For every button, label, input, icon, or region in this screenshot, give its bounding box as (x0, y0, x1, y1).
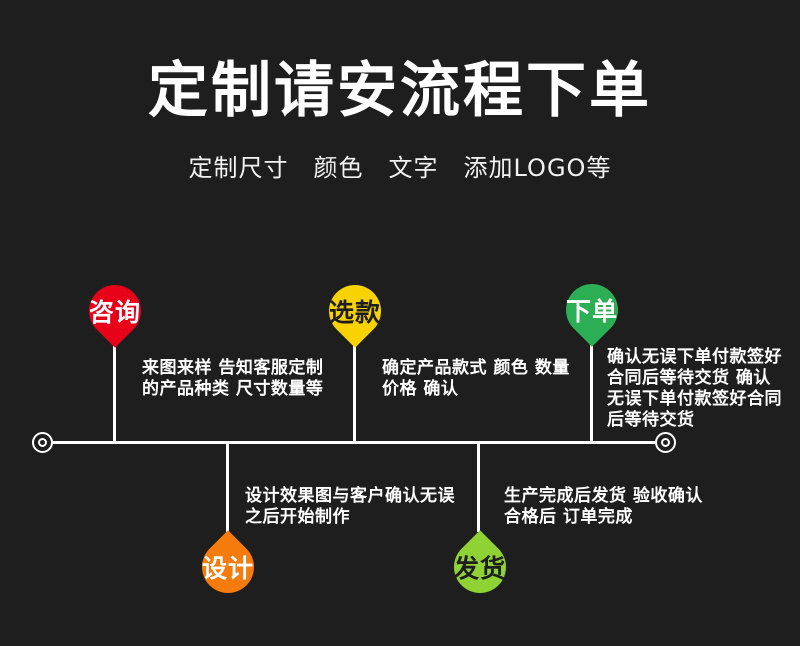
timeline-end-node-dot (661, 438, 670, 447)
timeline-start-node-dot (38, 438, 47, 447)
stem-ship (477, 443, 480, 532)
balloon-order-label: 下单 (565, 297, 619, 327)
desc-consult-line: 来图来样 告知客服定制 (142, 358, 324, 378)
desc-consult: 来图来样 告知客服定制 的产品种类 尺寸数量等 (142, 358, 323, 400)
page-title: 定制请安流程下单 (148, 56, 652, 126)
stem-design (226, 443, 229, 532)
desc-order-line: 后等待交货 (607, 410, 695, 430)
desc-ship-line: 合格后 订单完成 (504, 507, 633, 527)
desc-order-line: 合同后等待交货 确认 (607, 368, 771, 388)
balloon-design: 设计 (191, 530, 265, 604)
balloon-consult: 咨询 (78, 274, 152, 348)
timeline-end-node (655, 432, 676, 453)
desc-design-line: 之后开始制作 (245, 507, 350, 527)
balloon-select-label: 选款 (328, 298, 382, 328)
desc-order: 确认无误下单付款签好 合同后等待交货 确认 无误下单付款签好合同 后等待交货 (607, 347, 782, 431)
balloon-consult-label: 咨询 (88, 298, 142, 328)
desc-order-line: 确认无误下单付款签好 (607, 347, 782, 367)
balloon-ship: 发货 (443, 530, 517, 604)
desc-consult-line: 的产品种类 尺寸数量等 (142, 379, 324, 399)
balloon-select: 选款 (318, 274, 392, 348)
timeline-start-node (32, 432, 53, 453)
desc-order-line: 无误下单付款签好合同 (607, 389, 782, 409)
stem-select (353, 345, 356, 442)
stem-order (590, 344, 593, 442)
desc-select-line: 价格 确认 (382, 379, 459, 399)
desc-ship: 生产完成后发货 验收确认 合格后 订单完成 (504, 486, 703, 528)
balloon-order: 下单 (555, 273, 629, 347)
page-subtitle: 定制尺寸 颜色 文字 添加LOGO等 (188, 154, 612, 182)
balloon-design-label: 设计 (201, 554, 255, 584)
desc-select-line: 确定产品款式 颜色 数量 (382, 358, 570, 378)
balloon-ship-label: 发货 (453, 554, 507, 584)
desc-select: 确定产品款式 颜色 数量 价格 确认 (382, 358, 570, 400)
timeline-line (53, 441, 656, 444)
stem-consult (113, 345, 116, 442)
desc-design: 设计效果图与客户确认无误 之后开始制作 (245, 486, 455, 528)
desc-design-line: 设计效果图与客户确认无误 (245, 486, 455, 506)
desc-ship-line: 生产完成后发货 验收确认 (504, 486, 703, 506)
